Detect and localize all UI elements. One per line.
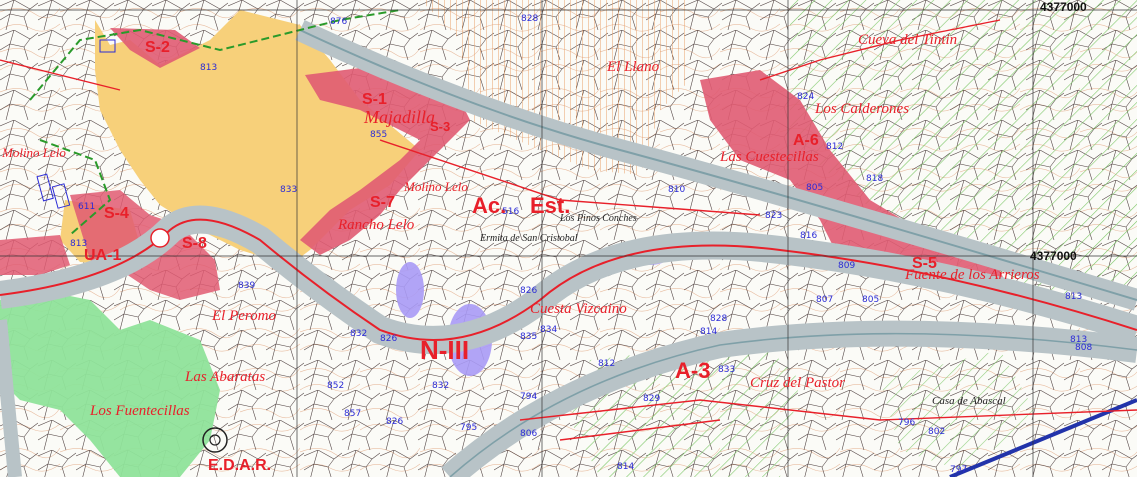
place-las-abaratas: Las Abaratas — [185, 369, 266, 385]
elevation-point: 813 — [1070, 335, 1088, 345]
elevation-point: 826 — [380, 334, 398, 344]
elevation-point: 826 — [520, 286, 538, 296]
elevation-point: 806 — [520, 429, 538, 439]
place-molino-lelo: Molino Lelo — [404, 179, 468, 194]
protected-zone-northeast — [790, 0, 1137, 300]
place-fuente-de-los-arrieros: Fuente de los Arrieros — [905, 267, 1040, 283]
place-las-cuestecillas: Las Cuestecillas — [720, 149, 819, 165]
elevation-point: 611 — [78, 202, 96, 212]
elevation-point: 814 — [617, 462, 635, 472]
elevation-point: 796 — [898, 418, 916, 428]
elevation-point: 810 — [668, 185, 686, 195]
elevation-point: 857 — [344, 409, 362, 419]
elevation-point: 805 — [806, 183, 824, 193]
coordinate-label-mid: 4377000 — [1030, 249, 1077, 263]
place-los-pinos-conches: Los Pinos Conches — [560, 213, 637, 224]
hatched-zone-el-llano — [420, 0, 690, 175]
zone-s5: S-5 — [912, 255, 937, 272]
elevation-point: 794 — [520, 392, 538, 402]
elevation-point: 823 — [765, 211, 783, 221]
zone-ac: Ac. — [472, 193, 507, 218]
zone-s1: S-1 — [362, 91, 387, 108]
place-casa-de-abascal: Casa de Abascal — [932, 395, 1006, 407]
elevation-point: 813 — [200, 63, 218, 73]
elevation-point: 833 — [280, 185, 298, 195]
place-ermita-san-cristobal: Ermita de San Cristobal — [480, 233, 578, 244]
zone-s8: S-8 — [182, 235, 207, 252]
place-cuesta-vizcaino: Cuesta Vizcaino — [530, 301, 627, 317]
elevation-point: 835 — [520, 332, 538, 342]
elevation-point: 855 — [370, 130, 388, 140]
zone-ua1: UA-1 — [84, 247, 122, 264]
buildings — [36, 39, 116, 209]
road-west — [0, 319, 22, 477]
protected-zone-southeast — [880, 350, 1040, 470]
elevation-point: 809 — [838, 261, 856, 271]
place-los-fuentecillas: Los Fuentecillas — [90, 403, 190, 419]
elevation-point: 814 — [700, 327, 718, 337]
elevation-point: 813 — [1065, 292, 1083, 302]
purple-area-1 — [396, 262, 424, 318]
elevation-point: 828 — [521, 14, 539, 24]
place-el-peromo: El Peromo — [212, 308, 277, 324]
zone-n3: N-III — [420, 335, 470, 365]
zone-est: Est. — [530, 193, 571, 218]
elevation-point: 812 — [826, 142, 844, 152]
elevation-point: 833 — [718, 365, 736, 375]
urban-zone-ua1 — [0, 235, 70, 275]
park-zone-southwest — [0, 290, 220, 477]
elevation-point: 797 — [950, 465, 968, 475]
zone-s2: S-2 — [145, 39, 170, 56]
elevation-point: 813 — [70, 239, 88, 249]
elevation-point: 834 — [540, 325, 558, 335]
elevation-point: 795 — [460, 423, 478, 433]
zone-s3: S-3 — [430, 119, 451, 134]
elevation-point: 807 — [816, 295, 834, 305]
place-los-calderones: Los Calderones — [815, 101, 910, 117]
coordinate-label-top: 4377000 — [1040, 0, 1087, 14]
elevation-point: 826 — [386, 417, 404, 427]
place-cueva-del-tintin: Cueva del Tintin — [858, 32, 958, 48]
elevation-point: 805 — [862, 295, 880, 305]
elevation-point: 829 — [643, 394, 661, 404]
edar-symbol — [202, 427, 228, 453]
place-rancho-lelo: Rancho Lelo — [338, 217, 415, 233]
zone-a6: A-6 — [793, 132, 819, 149]
elevation-point: 812 — [598, 359, 616, 369]
zone-s4: S-4 — [104, 205, 129, 222]
municipal-boundary — [29, 9, 401, 236]
zone-edar: E.D.A.R. — [208, 457, 272, 474]
elevation-point: 816 — [800, 231, 818, 241]
place-el-llano: El Llano — [607, 59, 660, 75]
elevation-point: 802 — [928, 427, 946, 437]
place-west-label: Molino Lelo — [2, 145, 66, 160]
elevation-point: 824 — [797, 92, 815, 102]
red-roads — [0, 19, 1137, 441]
zone-a3: A-3 — [675, 358, 711, 383]
urban-zone-s2 — [110, 28, 200, 68]
elevation-point: 818 — [866, 174, 884, 184]
elevation-point: 516 — [502, 207, 520, 217]
place-cruz-del-pastor: Cruz del Pastor — [750, 375, 846, 391]
elevation-point: 832 — [432, 381, 450, 391]
elevation-point: 828 — [710, 314, 728, 324]
elevation-point: 808 — [1075, 343, 1093, 353]
roundabout — [150, 228, 170, 248]
elevation-point: 832 — [350, 329, 368, 339]
elevation-point: 876 — [330, 17, 348, 27]
zone-s7: S-7 — [370, 194, 395, 211]
elevation-point: 852 — [327, 381, 345, 391]
place-majadilla: Majadilla — [364, 107, 435, 127]
road-blue-southeast — [949, 398, 1137, 477]
elevation-point: 839 — [238, 281, 256, 291]
urban-zone-s1 — [300, 68, 470, 255]
